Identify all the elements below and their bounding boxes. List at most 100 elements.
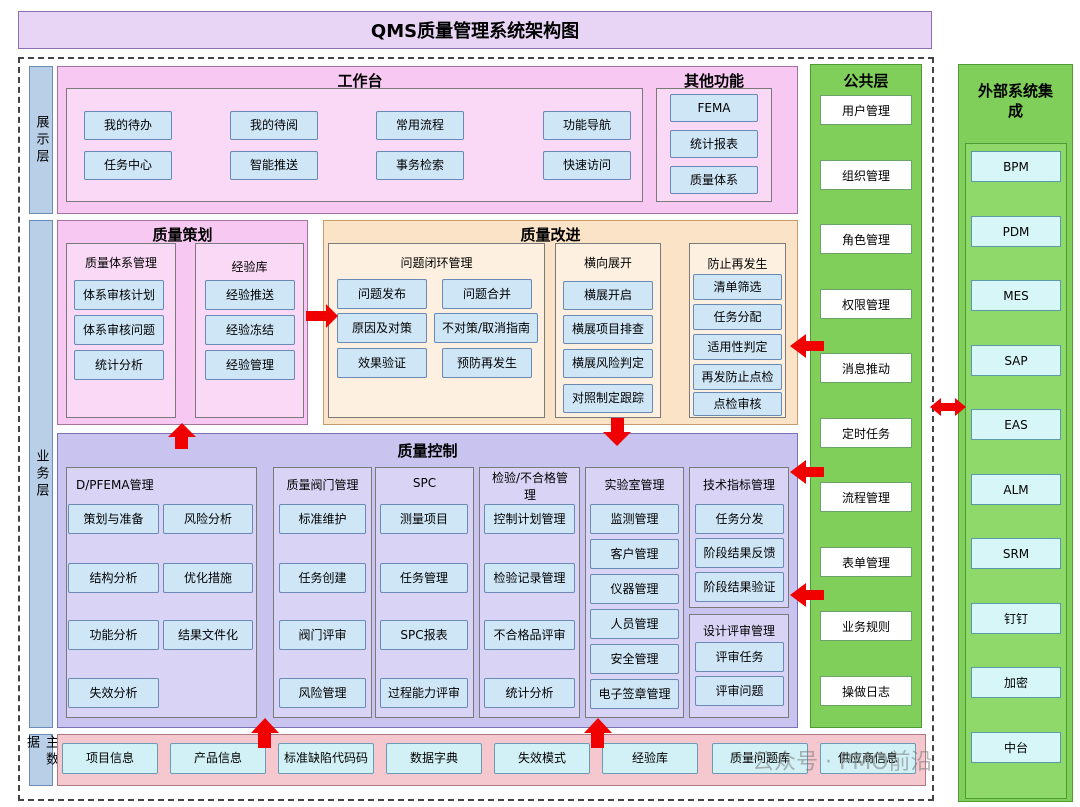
public-item[interactable]: 操做日志 bbox=[820, 676, 912, 706]
external-system-item[interactable]: 中台 bbox=[971, 732, 1061, 763]
prevent-item[interactable]: 任务分配 bbox=[693, 304, 782, 330]
experience-item[interactable]: 经验推送 bbox=[205, 280, 295, 310]
lab-item[interactable]: 人员管理 bbox=[590, 609, 679, 639]
spc-item[interactable]: 测量项目 bbox=[380, 504, 468, 534]
quality-gate-title: 质量阀门管理 bbox=[286, 478, 359, 492]
dpfema-item[interactable]: 优化措施 bbox=[163, 563, 253, 593]
master-data-item[interactable]: 供应商信息 bbox=[820, 743, 916, 774]
public-item[interactable]: 业务规则 bbox=[820, 611, 912, 641]
quality-control-title: 质量控制 bbox=[397, 442, 458, 460]
external-system-item[interactable]: PDM bbox=[971, 216, 1061, 247]
lab-item[interactable]: 客户管理 bbox=[590, 539, 679, 569]
other-functions-title: 其他功能 bbox=[683, 72, 744, 90]
horizontal-item[interactable]: 横展开启 bbox=[563, 281, 653, 310]
dpfema-item[interactable]: 失效分析 bbox=[68, 678, 159, 708]
lab-item[interactable]: 安全管理 bbox=[590, 644, 679, 674]
public-item[interactable]: 权限管理 bbox=[820, 289, 912, 319]
design-review-item[interactable]: 评审问题 bbox=[695, 676, 784, 706]
lab-item[interactable]: 监测管理 bbox=[590, 504, 679, 534]
workbench-item[interactable]: 我的待阅 bbox=[230, 111, 318, 140]
external-system-item[interactable]: EAS bbox=[971, 409, 1061, 440]
workbench-panel bbox=[66, 88, 643, 202]
inspection-item[interactable]: 统计分析 bbox=[484, 678, 575, 708]
quality-gate-item[interactable]: 任务创建 bbox=[279, 563, 366, 593]
closed-loop-item[interactable]: 不对策/取消指南 bbox=[434, 313, 538, 343]
inspection-item[interactable]: 不合格品评审 bbox=[484, 620, 575, 650]
public-item[interactable]: 消息推动 bbox=[820, 353, 912, 383]
public-item[interactable]: 组织管理 bbox=[820, 160, 912, 190]
tech-indicator-item[interactable]: 任务分发 bbox=[695, 504, 784, 534]
watermark: 公众号 · PMO前沿 bbox=[752, 750, 933, 775]
workbench-item[interactable]: 快速访问 bbox=[543, 151, 631, 180]
master-data-item[interactable]: 产品信息 bbox=[170, 743, 266, 774]
experience-item[interactable]: 经验管理 bbox=[205, 350, 295, 380]
spc-item[interactable]: 任务管理 bbox=[380, 563, 468, 593]
prevent-item[interactable]: 再发防止点检 bbox=[693, 364, 782, 390]
quality-system-item[interactable]: 体系审核计划 bbox=[74, 280, 164, 310]
public-item[interactable]: 角色管理 bbox=[820, 224, 912, 254]
prevent-item[interactable]: 点检审核 bbox=[693, 392, 782, 416]
prevent-item[interactable]: 适用性判定 bbox=[693, 334, 782, 360]
dpfema-item[interactable]: 策划与准备 bbox=[68, 504, 159, 534]
public-item[interactable]: 流程管理 bbox=[820, 482, 912, 512]
closed-loop-item[interactable]: 问题发布 bbox=[337, 279, 427, 309]
experience-library-title: 经验库 bbox=[231, 260, 268, 274]
workbench-item[interactable]: 功能导航 bbox=[543, 111, 631, 140]
master-data-item[interactable]: 数据字典 bbox=[386, 743, 482, 774]
master-data-item[interactable]: 质量问题库 bbox=[712, 743, 808, 774]
prevent-item[interactable]: 清单筛选 bbox=[693, 274, 782, 300]
tech-indicator-item[interactable]: 阶段结果反馈 bbox=[695, 538, 784, 568]
inspection-item[interactable]: 控制计划管理 bbox=[484, 504, 575, 534]
master-data-item[interactable]: 失效模式 bbox=[494, 743, 590, 774]
external-system-item[interactable]: ALM bbox=[971, 474, 1061, 505]
workbench-item[interactable]: 常用流程 bbox=[376, 111, 464, 140]
dpfema-item[interactable]: 结果文件化 bbox=[163, 620, 253, 650]
master-data-item[interactable]: 标准缺陷代码码 bbox=[278, 743, 374, 774]
public-item[interactable]: 表单管理 bbox=[820, 547, 912, 577]
other-function-item[interactable]: FEMA bbox=[670, 94, 758, 122]
spc-title: SPC bbox=[412, 476, 437, 490]
closed-loop-item[interactable]: 原因及对策 bbox=[337, 313, 427, 343]
dpfema-item[interactable]: 风险分析 bbox=[163, 504, 253, 534]
arrow-up-icon bbox=[168, 423, 196, 449]
tech-indicator-item[interactable]: 阶段结果验证 bbox=[695, 572, 784, 602]
workbench-item[interactable]: 事务检索 bbox=[376, 151, 464, 180]
lab-item[interactable]: 电子签章管理 bbox=[590, 679, 679, 709]
workbench-item[interactable]: 任务中心 bbox=[84, 151, 172, 180]
quality-gate-item[interactable]: 阀门评审 bbox=[279, 620, 366, 650]
arrow-left-icon bbox=[790, 460, 824, 484]
workbench-item[interactable]: 我的待办 bbox=[84, 111, 172, 140]
master-data-item[interactable]: 经验库 bbox=[602, 743, 698, 774]
dpfema-item[interactable]: 功能分析 bbox=[68, 620, 159, 650]
other-function-item[interactable]: 质量体系 bbox=[670, 166, 758, 194]
external-system-item[interactable]: SAP bbox=[971, 345, 1061, 376]
external-system-item[interactable]: MES bbox=[971, 280, 1061, 311]
horizontal-item[interactable]: 对照制定跟踪 bbox=[563, 384, 653, 413]
public-item[interactable]: 定时任务 bbox=[820, 418, 912, 448]
horizontal-item[interactable]: 横展风险判定 bbox=[563, 349, 653, 378]
spc-item[interactable]: 过程能力评审 bbox=[380, 678, 468, 708]
other-function-item[interactable]: 统计报表 bbox=[670, 130, 758, 158]
horizontal-item[interactable]: 横展项目排查 bbox=[563, 315, 653, 344]
public-item[interactable]: 用户管理 bbox=[820, 95, 912, 125]
quality-gate-item[interactable]: 风险管理 bbox=[279, 678, 366, 708]
quality-gate-item[interactable]: 标准维护 bbox=[279, 504, 366, 534]
quality-system-item[interactable]: 统计分析 bbox=[74, 350, 164, 380]
closed-loop-item[interactable]: 效果验证 bbox=[337, 348, 427, 378]
inspection-item[interactable]: 检验记录管理 bbox=[484, 563, 575, 593]
dpfema-item[interactable]: 结构分析 bbox=[68, 563, 159, 593]
design-review-item[interactable]: 评审任务 bbox=[695, 642, 784, 672]
lab-title: 实验室管理 bbox=[604, 478, 665, 492]
closed-loop-item[interactable]: 预防再发生 bbox=[442, 348, 532, 378]
experience-item[interactable]: 经验冻结 bbox=[205, 315, 295, 345]
master-data-item[interactable]: 项目信息 bbox=[62, 743, 158, 774]
quality-system-item[interactable]: 体系审核问题 bbox=[74, 315, 164, 345]
external-system-item[interactable]: 加密 bbox=[971, 667, 1061, 698]
spc-item[interactable]: SPC报表 bbox=[380, 620, 468, 650]
external-system-item[interactable]: BPM bbox=[971, 151, 1061, 182]
external-system-item[interactable]: 钉钉 bbox=[971, 603, 1061, 634]
lab-item[interactable]: 仪器管理 bbox=[590, 574, 679, 604]
external-system-item[interactable]: SRM bbox=[971, 538, 1061, 569]
workbench-item[interactable]: 智能推送 bbox=[230, 151, 318, 180]
closed-loop-item[interactable]: 问题合并 bbox=[442, 279, 532, 309]
